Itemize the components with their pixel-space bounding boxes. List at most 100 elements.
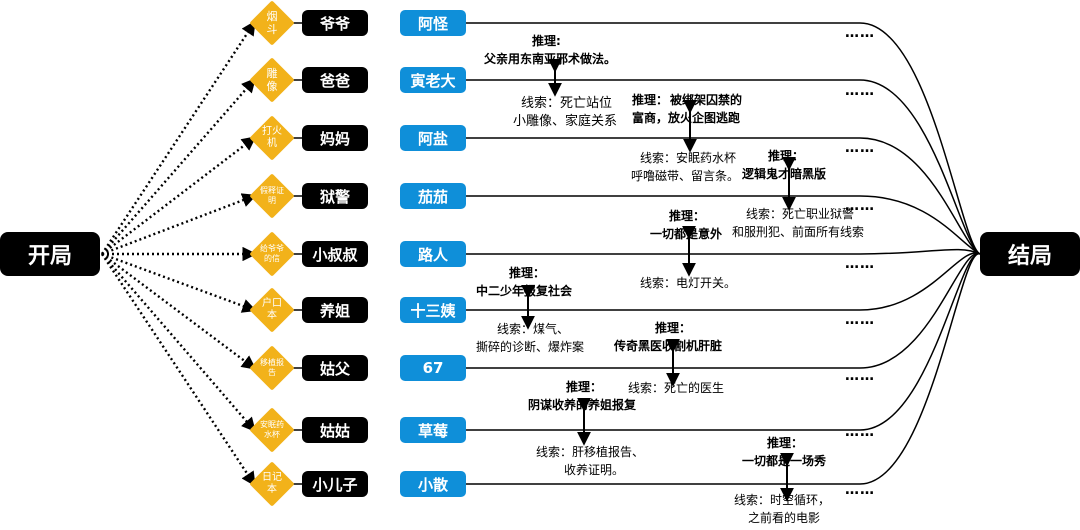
infer-text: 传奇黑医收割机肝脏	[614, 339, 723, 353]
ellipsis: ……	[845, 424, 875, 440]
role-box: 养姐	[302, 297, 368, 323]
identity-box: 阿盐	[400, 125, 466, 151]
role-label: 小儿子	[312, 475, 358, 494]
identity-label: 小散	[417, 475, 448, 494]
role-label: 爷爷	[319, 14, 350, 33]
item-label: 移植报告	[260, 358, 284, 377]
dotted-arrow	[101, 253, 257, 370]
dotted-arrow	[101, 253, 256, 433]
ellipsis: ……	[845, 25, 875, 41]
flow-curve	[466, 252, 981, 369]
flow-curve	[466, 195, 981, 255]
infer-text: 一切都是意外	[650, 227, 723, 241]
item-label: 烟斗	[266, 10, 278, 36]
ellipsis: ……	[845, 312, 875, 328]
infer-title: 推理：	[632, 93, 669, 107]
dotted-arrow	[100, 20, 256, 255]
flow-curve	[466, 253, 981, 485]
identity-label: 阿怪	[417, 14, 448, 33]
role-label: 姑姑	[319, 421, 350, 440]
identity-box: 小散	[400, 471, 466, 497]
clue-text: 线索：死亡职业狱警	[746, 207, 855, 221]
identity-label: 草莓	[417, 421, 448, 440]
item-label: 假释证明	[260, 186, 284, 205]
item-label: 户口本	[262, 298, 282, 321]
clue-text: 线索：安眠药水杯	[640, 151, 737, 165]
identity-label: 十三姨	[410, 301, 456, 320]
dotted-arrow	[101, 252, 257, 313]
infer-title: 推理：	[669, 209, 706, 223]
role-label: 姑父	[319, 359, 350, 378]
clue-text: 撕碎的诊断、爆炸案	[476, 340, 585, 354]
role-box: 爸爸	[302, 67, 368, 93]
infer-text: 阴谋收养的养姐报复	[528, 398, 637, 412]
infer-text: 中二少年报复社会	[476, 284, 573, 298]
ellipsis: ……	[845, 83, 875, 99]
flow-curve	[466, 253, 981, 431]
infer-text: 被绑架囚禁的	[670, 93, 743, 107]
identity-box: 草莓	[400, 417, 466, 443]
clue-text: 线索：时空循环，	[734, 493, 831, 507]
item-label: 安眠药水杯	[260, 420, 284, 439]
role-label: 爸爸	[319, 71, 350, 90]
start-node: 开局	[0, 232, 100, 276]
role-box: 小叔叔	[302, 241, 368, 267]
end-label: 结局	[1007, 244, 1052, 269]
infer-title: 推理：	[509, 266, 546, 280]
role-label: 养姐	[319, 301, 350, 320]
dotted-arrow	[100, 253, 256, 487]
ellipsis: ……	[845, 368, 875, 384]
clue-text: 之前看的电影	[748, 511, 821, 525]
infer-title: 推理:	[532, 34, 561, 48]
role-box: 爷爷	[302, 10, 368, 36]
flow-curve	[466, 79, 981, 255]
identity-box: 67	[400, 355, 466, 381]
identity-box: 路人	[400, 241, 466, 267]
infer-text: 富商，放火企图逃跑	[632, 111, 741, 125]
identity-label: 阿盐	[417, 129, 448, 148]
clue-text: 和服刑犯、前面所有线索	[732, 225, 865, 239]
dotted-arrow	[101, 193, 257, 256]
connector-layer	[100, 20, 981, 502]
clue-text: 线索：死亡的医生	[628, 381, 725, 395]
identity-label: 67	[422, 359, 444, 377]
identity-label: 寅老大	[410, 71, 456, 90]
ellipsis: ……	[845, 198, 875, 214]
infer-text: 一切都是一场秀	[742, 454, 827, 468]
item-label: 雕像	[266, 67, 278, 93]
clue-text: 线索：肝移植报告、	[536, 445, 645, 459]
clue-text: 线索：死亡站位	[521, 96, 613, 111]
infer-text: 父亲用东南亚邪术做法。	[484, 52, 617, 66]
ellipsis: ……	[845, 482, 875, 498]
infer-title: 推理：	[566, 380, 603, 394]
item-label: 给爷爷的信	[260, 244, 284, 263]
infer-title: 推理：	[768, 149, 805, 163]
role-box: 姑父	[302, 355, 368, 381]
role-label: 小叔叔	[312, 245, 358, 264]
item-label: 打火机	[262, 126, 282, 149]
flow-curve	[466, 248, 981, 255]
start-label: 开局	[27, 244, 72, 269]
identity-box: 十三姨	[400, 297, 466, 323]
clue-text: 线索：电灯开关。	[640, 276, 737, 290]
clue-text: 呼噜磁带、留言条。	[631, 169, 740, 183]
end-node: 结局	[980, 232, 1080, 276]
infer-title: 推理：	[655, 321, 692, 335]
flow-curve	[466, 137, 981, 255]
clue-text: 收养证明。	[564, 463, 625, 477]
ellipsis: ……	[845, 256, 875, 272]
role-box: 狱警	[302, 183, 368, 209]
dotted-arrow	[101, 136, 257, 255]
infer-text: 逻辑鬼才暗黑版	[742, 167, 827, 181]
infer-title: 推理：	[767, 436, 804, 450]
item-label: 日记本	[262, 472, 282, 495]
identity-label: 路人	[417, 245, 448, 264]
ellipsis: ……	[845, 140, 875, 156]
role-label: 妈妈	[319, 129, 350, 148]
dotted-arrow	[101, 77, 256, 255]
identity-box: 茄茄	[400, 183, 466, 209]
clue-text: 线索：煤气、	[497, 322, 570, 336]
flow-curve	[466, 22, 981, 255]
role-box: 妈妈	[302, 125, 368, 151]
